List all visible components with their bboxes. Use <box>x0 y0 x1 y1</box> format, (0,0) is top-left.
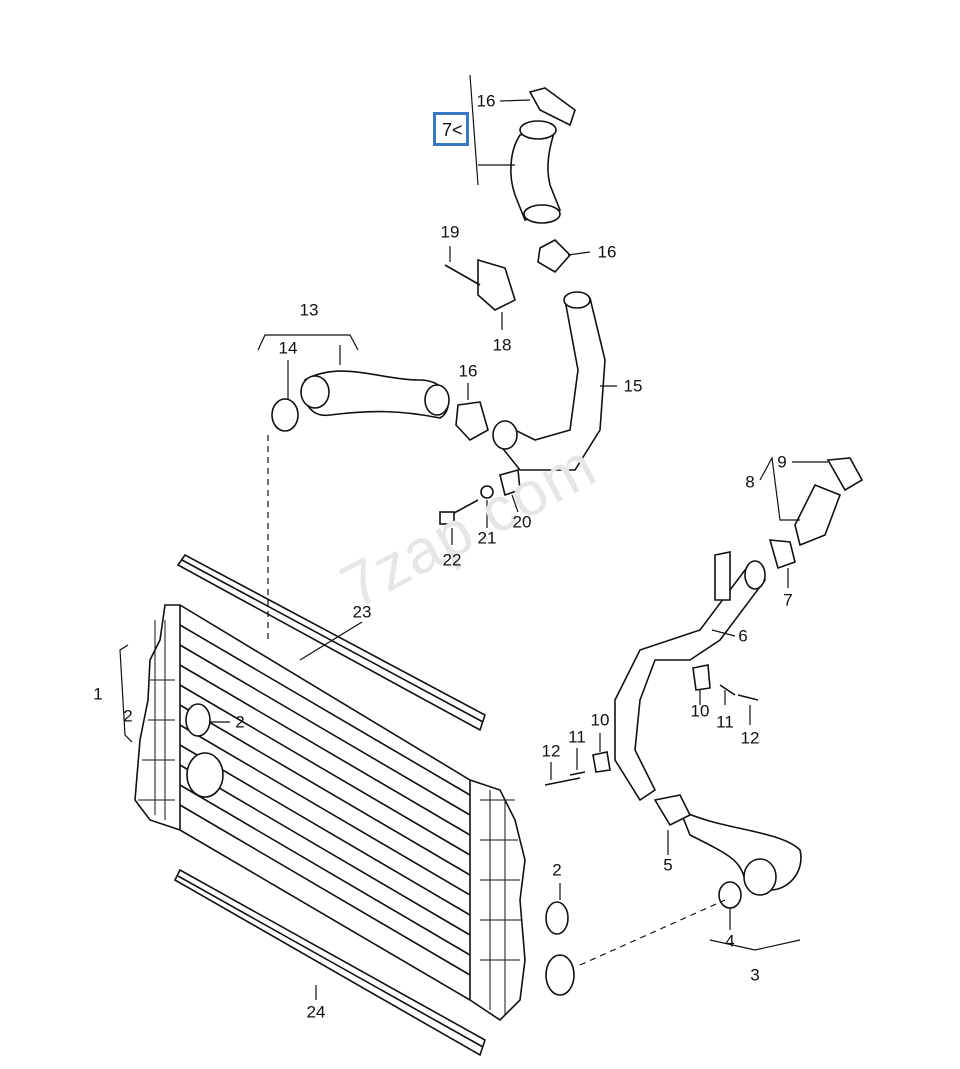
callout-4[interactable]: 4 <box>725 931 735 951</box>
lower-air-guide <box>173 868 486 1057</box>
lower-charge-hose <box>678 808 802 896</box>
callout-6[interactable]: 6 <box>738 626 748 646</box>
callout-18[interactable]: 18 <box>492 335 512 355</box>
callout-13[interactable]: 13 <box>299 300 319 320</box>
callout-10-left[interactable]: 10 <box>590 710 610 730</box>
callout-22[interactable]: 22 <box>442 550 462 570</box>
highlighted-reference-box[interactable]: 7< <box>433 112 469 146</box>
callout-11-left[interactable]: 11 <box>568 727 586 747</box>
callout-10-right[interactable]: 10 <box>690 701 710 721</box>
charge-air-pipe <box>492 291 606 471</box>
callout-15[interactable]: 15 <box>623 376 643 396</box>
callout-8[interactable]: 8 <box>745 472 755 492</box>
right-charge-pipe <box>614 551 767 802</box>
callout-24[interactable]: 24 <box>306 1002 326 1022</box>
callout-20[interactable]: 20 <box>512 512 532 532</box>
intermediate-hose <box>300 370 450 419</box>
intercooler-radiator <box>134 604 526 1022</box>
callout-2-left[interactable]: 2 <box>123 706 133 726</box>
callout-11-right[interactable]: 11 <box>716 712 734 732</box>
callout-2-right[interactable]: 2 <box>552 860 562 880</box>
callout-2-left-outlet[interactable]: 2 <box>235 712 245 732</box>
callout-21[interactable]: 21 <box>477 528 497 548</box>
right-upper-hose <box>794 483 842 547</box>
highlighted-reference-label: 7< <box>442 120 463 140</box>
callout-3[interactable]: 3 <box>750 965 760 985</box>
callout-16-top[interactable]: 16 <box>476 91 496 111</box>
callout-19[interactable]: 19 <box>440 222 460 242</box>
callout-12-left[interactable]: 12 <box>541 741 561 761</box>
callout-7[interactable]: 7 <box>783 590 793 610</box>
assembly-leader-lines <box>267 435 726 966</box>
callout-5[interactable]: 5 <box>663 855 673 875</box>
callout-16-upper-right[interactable]: 16 <box>597 242 617 262</box>
callout-1[interactable]: 1 <box>93 684 103 704</box>
callout-12-right[interactable]: 12 <box>740 728 760 748</box>
callout-16-middle[interactable]: 16 <box>458 361 478 381</box>
upper-charge-hose <box>510 120 562 224</box>
upper-air-guide <box>176 553 486 732</box>
callout-23[interactable]: 23 <box>352 602 372 622</box>
callout-9[interactable]: 9 <box>777 452 787 472</box>
callout-14[interactable]: 14 <box>278 338 298 358</box>
